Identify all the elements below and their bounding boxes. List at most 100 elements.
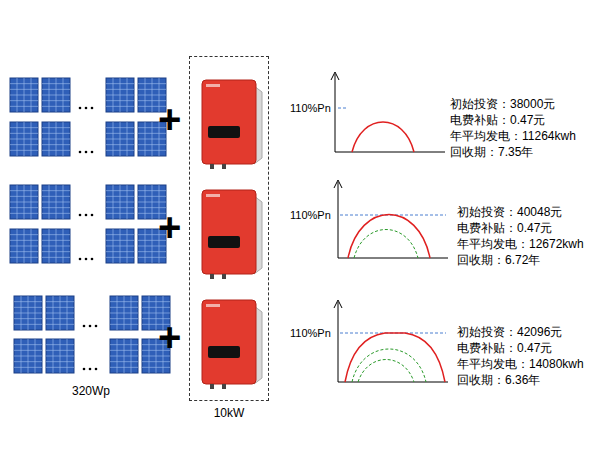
- shape: [110, 324, 138, 325]
- shape: [10, 95, 38, 96]
- ellipsis-dot: [95, 368, 98, 371]
- shape: [106, 185, 134, 219]
- info-line: 电费补贴：0.47元: [450, 113, 545, 128]
- solar-panel: [110, 296, 138, 330]
- shape: [138, 83, 166, 84]
- solar-panel: [10, 78, 38, 112]
- shape: [142, 361, 170, 362]
- shape: [46, 356, 74, 357]
- ellipsis-dot: [91, 258, 94, 261]
- shape: [106, 83, 134, 84]
- inverter-group-box: 10kW: [189, 56, 269, 401]
- shape: [10, 213, 38, 214]
- shape: [138, 202, 166, 203]
- shape: [138, 144, 166, 145]
- shape: [46, 301, 74, 302]
- reference-curves: [352, 230, 426, 383]
- ellipsis-dot: [91, 214, 94, 217]
- shape: [110, 301, 138, 302]
- shape: [10, 144, 38, 145]
- shape: [10, 89, 38, 90]
- ellipsis-dot: [79, 107, 82, 110]
- shape: [10, 257, 38, 258]
- info-line: 回收期：7.35年: [450, 145, 533, 160]
- shape: [46, 344, 74, 345]
- group-label: 10kW: [190, 406, 268, 420]
- inverter: [202, 190, 262, 279]
- shape: [14, 301, 42, 302]
- shape: [46, 350, 74, 351]
- shape: [14, 339, 42, 373]
- solar-panels: [10, 78, 170, 373]
- shape: [10, 251, 38, 252]
- shape: [10, 106, 38, 107]
- shape: [206, 194, 220, 197]
- shape: [46, 367, 74, 368]
- pn-lines: [338, 108, 446, 333]
- shape: [110, 367, 138, 368]
- shape: [206, 84, 220, 87]
- shape: [42, 95, 70, 96]
- shape: [106, 229, 134, 263]
- shape: [42, 251, 70, 252]
- shape: [46, 313, 74, 314]
- shape: [106, 246, 134, 247]
- shape: [42, 229, 70, 263]
- solar-panel: [42, 78, 70, 112]
- panel-rating: 320Wp: [72, 384, 110, 399]
- shape: [42, 257, 70, 258]
- shape: [46, 318, 74, 319]
- ellipsis-dot: [79, 151, 82, 154]
- shape: [106, 196, 134, 197]
- solar-panel: [106, 229, 134, 263]
- shape: [138, 251, 166, 252]
- inverter: [202, 80, 262, 169]
- solar-panel: [106, 185, 134, 219]
- shape: [222, 274, 226, 279]
- shape: [110, 296, 138, 330]
- shape: [10, 246, 38, 247]
- solar-panel: [10, 122, 38, 156]
- shape: [14, 350, 42, 351]
- shape: [46, 324, 74, 325]
- shape: [138, 196, 166, 197]
- shape: [10, 83, 38, 84]
- shape: [46, 296, 74, 330]
- shape: [42, 122, 70, 156]
- shape: [106, 127, 134, 128]
- shape: [14, 324, 42, 325]
- shape: [106, 257, 134, 258]
- shape: [106, 234, 134, 235]
- shape: [110, 356, 138, 357]
- shape: [10, 234, 38, 235]
- shape: [106, 139, 134, 140]
- shape: [106, 122, 134, 156]
- shape: [106, 133, 134, 134]
- plus-sign: +: [158, 317, 181, 357]
- ellipsis-dot: [83, 325, 86, 328]
- shape: [14, 313, 42, 314]
- solar-panel: [46, 339, 74, 373]
- shape: [42, 100, 70, 101]
- shape: [142, 367, 170, 368]
- shape: [14, 356, 42, 357]
- shape: [42, 133, 70, 134]
- info-line: 年平均发电：11264kwh: [450, 129, 576, 144]
- shape: [10, 240, 38, 241]
- shape: [42, 190, 70, 191]
- shape: [202, 190, 256, 274]
- shape: [110, 339, 138, 373]
- solar-panel: [106, 122, 134, 156]
- shape: [138, 89, 166, 90]
- info-line: 电费补贴：0.47元: [457, 341, 552, 356]
- solar-panel: [14, 296, 42, 330]
- axis-label: 110%Pn: [290, 326, 331, 341]
- shape: [42, 150, 70, 151]
- shape: [208, 236, 240, 248]
- shape: [110, 307, 138, 308]
- ellipsis-dot: [85, 214, 88, 217]
- info-line: 电费补贴：0.47元: [457, 221, 552, 236]
- shape: [142, 301, 170, 302]
- shape: [42, 83, 70, 84]
- shape: [110, 344, 138, 345]
